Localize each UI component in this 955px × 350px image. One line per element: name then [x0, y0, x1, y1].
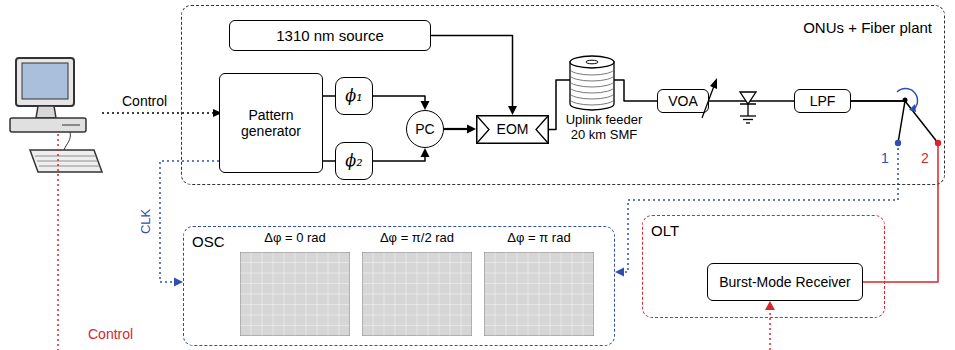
annotation-label: Control [122, 93, 167, 109]
connector-line [623, 143, 898, 272]
signal-label: CLK [140, 207, 155, 236]
connector [444, 125, 476, 134]
connector-line [851, 101, 905, 143]
connector-line [444, 128, 468, 130]
control-arrow [765, 301, 775, 350]
node-label: LPF [810, 93, 836, 109]
node-label: ϕ₂ [345, 152, 362, 170]
system-group: ONUs + Fiber plant 1310 nm sourcePattern … [181, 5, 945, 185]
eye-diagrams [0, 252, 594, 336]
arrowhead [421, 148, 430, 157]
connector [851, 101, 938, 282]
connector-line [160, 161, 219, 282]
node-label: Pattern generator [220, 107, 322, 139]
switch-symbol [895, 88, 941, 146]
node-label: 1310 nm source [276, 27, 384, 44]
node-label: Burst-Mode Receiver [719, 274, 851, 290]
connector-line [323, 160, 335, 162]
connector-line [373, 156, 425, 161]
control-line [102, 109, 222, 117]
connector [323, 96, 335, 97]
connector [373, 148, 430, 161]
generator-box: Pattern generator [219, 73, 323, 173]
coupler-circle: PC [406, 110, 444, 148]
connector [431, 36, 517, 116]
phase-shifter: ϕ₂ [335, 142, 373, 180]
arrowhead [508, 106, 517, 115]
group-title: ONUs + Fiber plant [803, 19, 932, 36]
eye-diagram [484, 252, 594, 336]
node-label: VOA [668, 93, 698, 109]
annotation-label: Control [88, 326, 133, 342]
connector [615, 101, 905, 277]
annotation-label: Δφ = π rad [507, 231, 570, 246]
group-title: OLT [651, 222, 679, 239]
connector-line [851, 101, 938, 143]
connector [323, 161, 335, 162]
eye-diagram [240, 252, 350, 336]
connector [160, 161, 219, 287]
group-title: OSC [192, 233, 225, 250]
annotation-label: 2 [921, 150, 929, 166]
connector-line [373, 96, 425, 102]
olt-group: OLT Burst-Mode Receiver [642, 215, 885, 318]
annotation-label: 1 [881, 150, 889, 166]
arrowhead [421, 101, 430, 110]
connector [373, 96, 430, 110]
receiver-box: Burst-Mode Receiver [707, 263, 863, 301]
filter-box: LPF [794, 89, 851, 113]
phase-shifter: ϕ₁ [335, 77, 373, 115]
attenuator-box: VOA [657, 89, 709, 113]
attenuator-arrow [702, 78, 717, 118]
node-label: ϕ₁ [345, 87, 362, 105]
photodiode-symbol [740, 92, 756, 123]
node-label: EOM [497, 121, 529, 137]
annotation-label: Uplink feeder 20 km SMF [561, 113, 647, 143]
arrowhead [467, 125, 476, 134]
annotation-label: Δφ = π/2 rad [380, 231, 454, 246]
node-label: PC [415, 121, 434, 137]
connector [709, 101, 794, 102]
modulator-box: EOM [476, 115, 549, 144]
annotation-label: Δφ = 0 rad [264, 231, 326, 246]
connector-line [323, 95, 335, 97]
control-line [58, 134, 59, 350]
source-box: 1310 nm source [229, 20, 431, 51]
computer-icon [10, 58, 102, 172]
connector-line [709, 100, 794, 102]
connector-line [431, 36, 513, 108]
arrowhead [174, 278, 183, 287]
connector-line [863, 143, 938, 282]
arrowhead [615, 268, 624, 277]
fiber-spool [570, 56, 614, 110]
eye-diagram [362, 252, 472, 336]
